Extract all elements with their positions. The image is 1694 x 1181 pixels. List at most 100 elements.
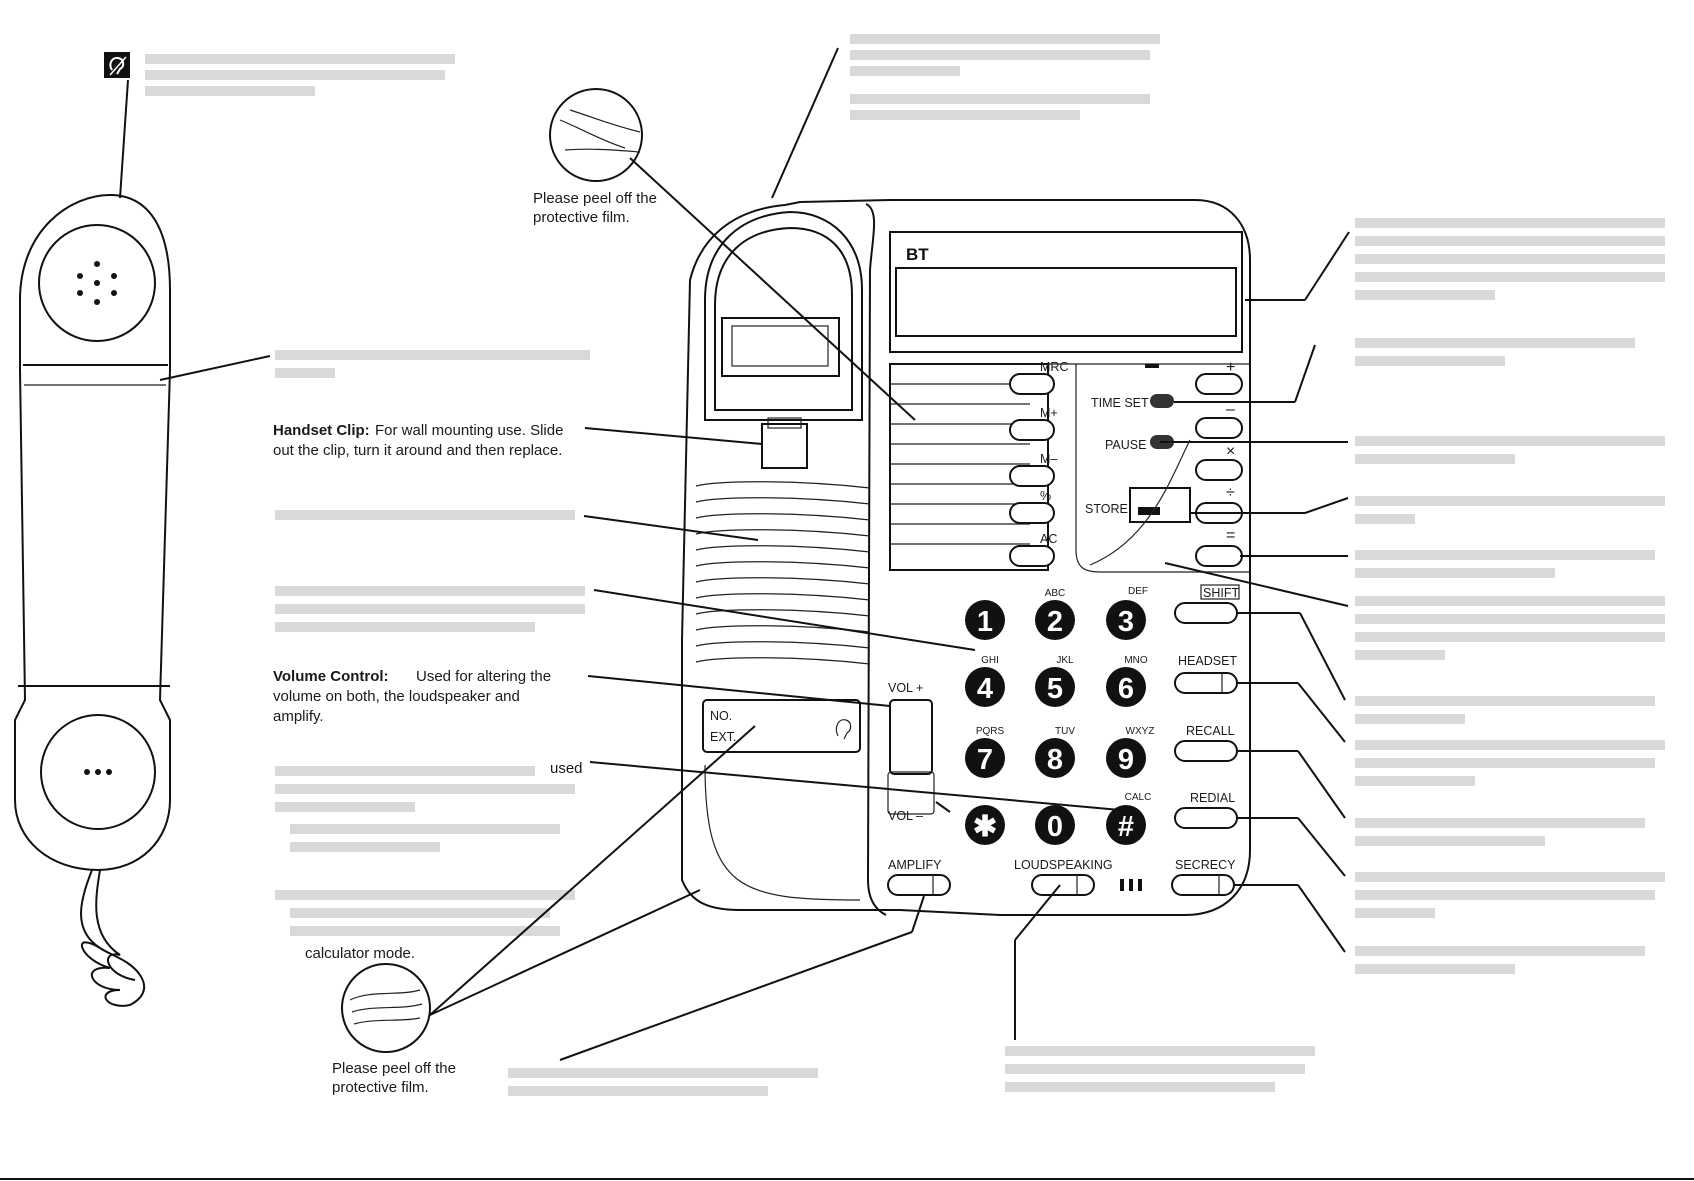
svg-text:1: 1 bbox=[977, 606, 993, 638]
m-plus-key[interactable]: M+ bbox=[1009, 406, 1058, 441]
svg-text:6: 6 bbox=[1118, 673, 1134, 705]
svg-text:AC: AC bbox=[1040, 532, 1057, 546]
amplify-label: AMPLIFY bbox=[888, 858, 942, 872]
loudspeaking-key[interactable] bbox=[1031, 874, 1095, 896]
number-card-ext-label: EXT. bbox=[710, 730, 736, 744]
leader-lines bbox=[119, 47, 1350, 1061]
shift-key[interactable] bbox=[1174, 602, 1238, 624]
amplify-key[interactable] bbox=[887, 874, 951, 896]
store-label: STORE bbox=[1085, 502, 1128, 516]
key-1[interactable]: 1 bbox=[965, 600, 1005, 640]
key-3[interactable]: 3 DEF bbox=[1106, 586, 1148, 640]
volume-line3: amplify. bbox=[273, 708, 324, 725]
svg-text:WXYZ: WXYZ bbox=[1126, 726, 1155, 737]
peel-film-icon bbox=[549, 88, 643, 182]
svg-text:+: + bbox=[1226, 359, 1235, 376]
percent-key[interactable]: % bbox=[1009, 489, 1055, 524]
vol-minus-label: VOL – bbox=[888, 809, 923, 823]
multiply-key[interactable]: × bbox=[1195, 443, 1243, 481]
keypad: 1 2 ABC 3 DEF 4 GHI 5 JKL 6 MNO 7 PQRS 8 TUV 9W… bbox=[965, 586, 1154, 845]
display-area: BT bbox=[889, 231, 1243, 353]
store-slider[interactable] bbox=[1129, 487, 1191, 523]
ac-key[interactable]: AC bbox=[1009, 532, 1057, 567]
svg-text:4: 4 bbox=[977, 673, 993, 705]
svg-text:×: × bbox=[1226, 443, 1235, 460]
recall-label: RECALL bbox=[1186, 724, 1235, 738]
callout-texts: Please peel off the protective film. Han… bbox=[273, 190, 657, 1096]
vol-plus-label: VOL + bbox=[888, 681, 923, 695]
mrc-key[interactable]: MRC bbox=[1009, 360, 1068, 395]
svg-text:5: 5 bbox=[1047, 673, 1063, 705]
handset-clip-title: Handset Clip: bbox=[273, 422, 370, 439]
calculator-fragment: calculator mode. bbox=[305, 945, 415, 962]
bottom-keys: AMPLIFY LOUDSPEAKING bbox=[887, 858, 1142, 896]
peel-top-line1: Please peel off the bbox=[533, 190, 657, 207]
headset-key[interactable] bbox=[1174, 672, 1238, 694]
handset-mouthpiece-icon bbox=[40, 714, 156, 830]
volume-line2: volume on both, the loudspeaker and bbox=[273, 688, 520, 705]
volume-control: VOL + VOL – bbox=[887, 681, 935, 823]
svg-text:=: = bbox=[1226, 527, 1235, 544]
pause-label: PAUSE bbox=[1105, 438, 1146, 452]
svg-text:DEF: DEF bbox=[1128, 586, 1148, 597]
key-4[interactable]: 4 GHI bbox=[965, 655, 1005, 707]
memory-keys: MRC M+ M– % AC bbox=[1009, 360, 1068, 567]
minus-key[interactable]: – bbox=[1195, 401, 1243, 439]
svg-text:MRC: MRC bbox=[1040, 360, 1068, 374]
svg-text:2: 2 bbox=[1047, 606, 1063, 638]
svg-text:÷: ÷ bbox=[1226, 484, 1235, 501]
number-card-no-label: NO. bbox=[710, 709, 732, 723]
key-7[interactable]: 7 PQRS bbox=[965, 726, 1005, 778]
svg-text:8: 8 bbox=[1047, 744, 1063, 776]
key-6[interactable]: 6 MNO bbox=[1106, 655, 1148, 707]
calc-letters: CALC bbox=[1125, 792, 1152, 803]
number-card-hearing-icon bbox=[835, 719, 852, 740]
key-hash[interactable]: #CALC bbox=[1106, 792, 1151, 845]
plus-key[interactable]: + bbox=[1195, 359, 1243, 395]
volume-line1: Used for altering the bbox=[416, 668, 551, 685]
svg-text:✱: ✱ bbox=[973, 811, 997, 843]
right-keys: SHIFT HEADSET RECALL REDIAL SECRECY bbox=[1171, 584, 1240, 896]
m-minus-key[interactable]: M– bbox=[1009, 452, 1057, 487]
peel-film-icon-bottom bbox=[341, 963, 431, 1053]
svg-text:3: 3 bbox=[1118, 606, 1134, 638]
handset-clip-line2: out the clip, turn it around and then re… bbox=[273, 442, 562, 459]
hearing-aid-icon bbox=[104, 52, 130, 78]
svg-text:–: – bbox=[1226, 401, 1235, 418]
loudspeaking-label: LOUDSPEAKING bbox=[1014, 858, 1113, 872]
svg-text:M+: M+ bbox=[1040, 406, 1058, 420]
svg-text:ABC: ABC bbox=[1045, 588, 1066, 599]
key-8[interactable]: 8 TUV bbox=[1035, 726, 1075, 778]
svg-text:M–: M– bbox=[1040, 452, 1057, 466]
svg-text:TUV: TUV bbox=[1055, 726, 1075, 737]
recall-key[interactable] bbox=[1174, 740, 1238, 762]
vol-plus-button[interactable] bbox=[889, 699, 933, 775]
svg-text:%: % bbox=[1040, 489, 1051, 503]
redial-label: REDIAL bbox=[1190, 791, 1235, 805]
redial-key[interactable] bbox=[1174, 807, 1238, 829]
illegible-text-blocks bbox=[145, 34, 1665, 1096]
handset bbox=[14, 193, 171, 1007]
secrecy-label: SECRECY bbox=[1175, 858, 1236, 872]
svg-text:PQRS: PQRS bbox=[976, 726, 1005, 737]
peel-top-line2: protective film. bbox=[533, 209, 630, 226]
volume-title: Volume Control: bbox=[273, 668, 389, 685]
time-set-key[interactable] bbox=[1150, 394, 1174, 408]
svg-text:7: 7 bbox=[977, 744, 993, 776]
key-star[interactable]: ✱ bbox=[965, 805, 1005, 845]
used-fragment: used bbox=[550, 760, 583, 777]
key-0[interactable]: 0 bbox=[1035, 805, 1075, 845]
svg-text:GHI: GHI bbox=[981, 655, 999, 666]
shift-label: SHIFT bbox=[1203, 586, 1239, 600]
svg-text:MNO: MNO bbox=[1124, 655, 1148, 666]
svg-text:JKL: JKL bbox=[1056, 655, 1074, 666]
brand-logo: BT bbox=[906, 245, 929, 264]
svg-text:0: 0 bbox=[1047, 811, 1063, 843]
time-set-label: TIME SET bbox=[1091, 396, 1149, 410]
secrecy-key[interactable] bbox=[1171, 874, 1235, 896]
peel-bottom-line2: protective film. bbox=[332, 1079, 429, 1096]
key-2[interactable]: 2 ABC bbox=[1035, 588, 1075, 640]
key-5[interactable]: 5 JKL bbox=[1035, 655, 1075, 707]
